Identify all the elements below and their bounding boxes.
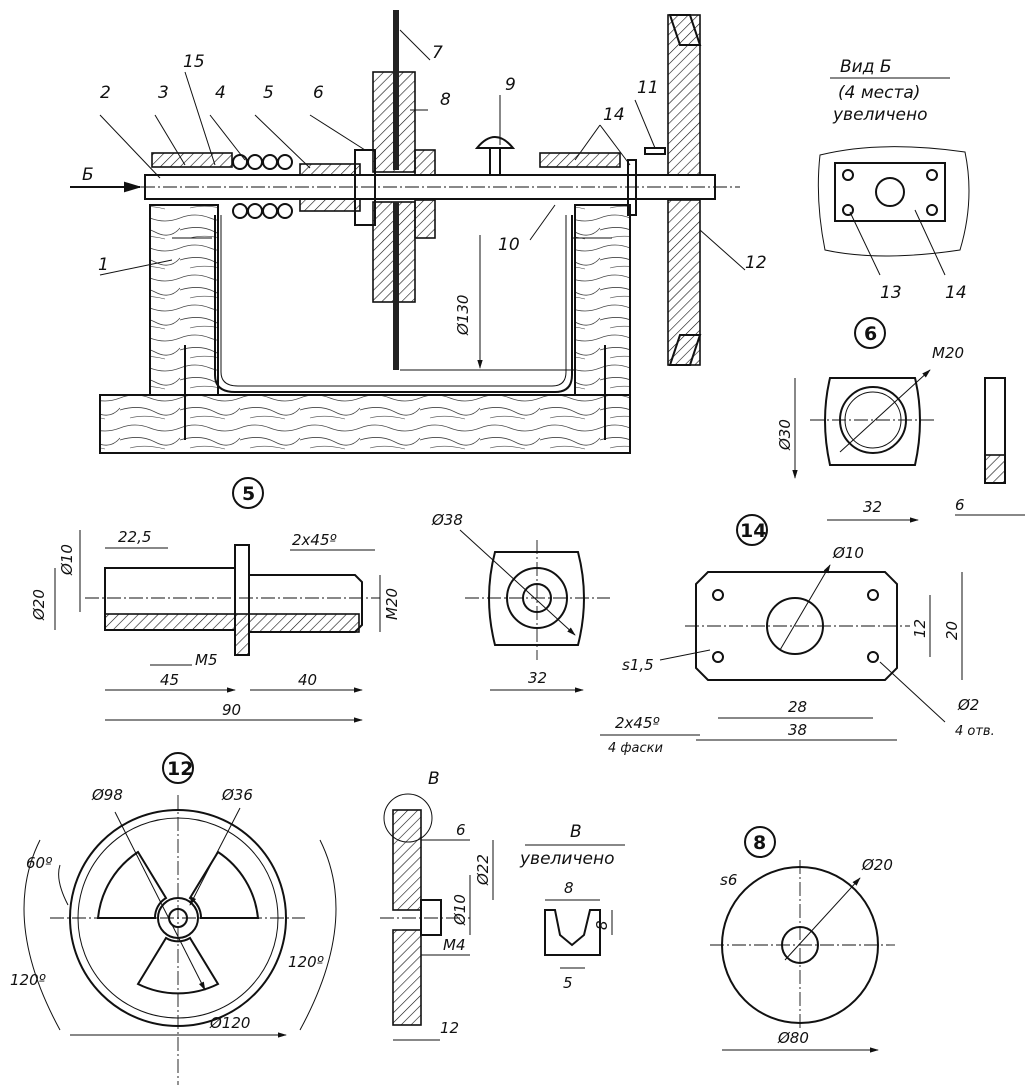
part14-28: 28 bbox=[788, 698, 807, 716]
callout-10: 10 bbox=[498, 235, 520, 255]
part-5: 5 22,5 Ø10 2x45º Ø20 M20 M5 45 40 90 bbox=[30, 477, 401, 723]
callout-12: 12 bbox=[745, 253, 767, 273]
part5-d10: Ø10 bbox=[58, 544, 76, 576]
part8-d80: Ø80 bbox=[777, 1029, 809, 1047]
detail-v: В увеличено 8 8 5 bbox=[519, 822, 625, 992]
part12-side-12: 12 bbox=[440, 1019, 459, 1037]
part12-d98: Ø98 bbox=[91, 786, 123, 804]
part5-end-32: 32 bbox=[528, 669, 547, 687]
callout-8: 8 bbox=[440, 90, 451, 110]
callout-11: 11 bbox=[637, 78, 659, 98]
view-b-note: увеличено bbox=[832, 105, 927, 125]
callout-15: 15 bbox=[183, 52, 205, 72]
part14-4-holes: 4 отв. bbox=[955, 724, 995, 739]
part12-side-m4: M4 bbox=[443, 936, 466, 954]
right-post bbox=[574, 204, 631, 396]
detail-v-note: увеличено bbox=[519, 849, 614, 869]
part-8: 8 s6 Ø20 Ø80 bbox=[710, 826, 895, 1053]
part14-2x45: 2x45º bbox=[615, 714, 660, 732]
view-b-callout-13: 13 bbox=[880, 283, 902, 303]
base-board bbox=[99, 394, 631, 454]
part5-end-d38: Ø38 bbox=[431, 511, 463, 529]
part-14: 14 Ø10 12 20 s1,5 28 Ø2 4 отв. 2x45º 4 ф… bbox=[600, 514, 995, 756]
part5-45: 45 bbox=[160, 671, 179, 689]
callout-1: 1 bbox=[98, 255, 109, 275]
part6-6: 6 bbox=[955, 496, 965, 514]
callout-6: 6 bbox=[313, 83, 324, 103]
part12-d36: Ø36 bbox=[221, 786, 253, 804]
part8-d20: Ø20 bbox=[861, 856, 893, 874]
part12-60deg: 60º bbox=[26, 854, 52, 872]
part8-number: 8 bbox=[753, 832, 766, 854]
pulley bbox=[667, 14, 701, 176]
part5-2x45: 2x45º bbox=[292, 531, 337, 549]
tray bbox=[214, 215, 573, 393]
detail-v-8-height: 8 bbox=[593, 920, 611, 930]
part12-side-d10: Ø10 bbox=[451, 894, 469, 926]
callout-4: 4 bbox=[215, 83, 226, 103]
part14-number: 14 bbox=[740, 520, 766, 542]
part6-32: 32 bbox=[863, 498, 882, 516]
part5-m5: M5 bbox=[195, 651, 218, 669]
part12-side-d22: Ø22 bbox=[474, 854, 492, 886]
callout-14-main: 14 bbox=[603, 105, 625, 125]
callout-9: 9 bbox=[505, 75, 516, 95]
callout-2: 2 bbox=[100, 83, 111, 103]
detail-v-8-width: 8 bbox=[564, 879, 574, 897]
spring bbox=[232, 154, 293, 219]
part6-number: 6 bbox=[864, 323, 877, 345]
view-b-subtitle: (4 места) bbox=[838, 83, 920, 103]
part5-90: 90 bbox=[222, 701, 241, 719]
view-b-callout-14: 14 bbox=[945, 283, 967, 303]
part14-20: 20 bbox=[943, 621, 961, 640]
callout-3: 3 bbox=[158, 83, 169, 103]
callout-5: 5 bbox=[263, 83, 274, 103]
part-12-side-view: В 6 Ø22 Ø10 M4 12 bbox=[380, 769, 494, 1041]
part14-d10: Ø10 bbox=[832, 544, 864, 562]
detail-v-title: В bbox=[570, 822, 582, 842]
part-12: 12 Ø98 Ø36 60º 120º 120º Ø120 bbox=[10, 752, 337, 1085]
part5-d20: Ø20 bbox=[30, 589, 48, 621]
part-5-end-view: Ø38 32 bbox=[431, 511, 610, 693]
part14-12: 12 bbox=[911, 619, 929, 638]
part5-40: 40 bbox=[298, 671, 317, 689]
part6-d30: Ø30 bbox=[776, 419, 794, 451]
part12-120deg-left: 120º bbox=[10, 971, 46, 989]
part14-d2: Ø2 bbox=[957, 696, 979, 714]
view-arrow-label: Б bbox=[82, 165, 94, 185]
part12-side-6: 6 bbox=[456, 821, 466, 839]
view-b: Вид Б (4 места) увеличено 13 14 bbox=[817, 57, 970, 303]
detail-v-5: 5 bbox=[563, 974, 573, 992]
part5-22-5: 22,5 bbox=[118, 528, 151, 546]
sleeve bbox=[299, 163, 361, 176]
part12-number: 12 bbox=[167, 758, 193, 780]
main-assembly: Ø130 Б 2 3 15 4 5 6 7 8 9 14 11 10 12 1 bbox=[70, 10, 767, 454]
diameter-130-label: Ø130 bbox=[454, 295, 472, 336]
part5-number: 5 bbox=[242, 483, 255, 505]
part14-38: 38 bbox=[788, 721, 807, 739]
callout-7: 7 bbox=[432, 43, 443, 63]
part14-4-chamfers: 4 фаски bbox=[608, 741, 663, 756]
part8-s6: s6 bbox=[720, 871, 737, 889]
part12-d120: Ø120 bbox=[209, 1014, 250, 1032]
part12-side-callout-v: В bbox=[428, 769, 440, 789]
part-6: 6 M20 Ø30 32 6 bbox=[776, 317, 1025, 523]
part12-120deg-right: 120º bbox=[288, 953, 324, 971]
part14-s1-5: s1,5 bbox=[622, 656, 654, 674]
part6-m20: M20 bbox=[932, 344, 964, 362]
part5-m20: M20 bbox=[383, 588, 401, 620]
view-b-title: Вид Б bbox=[840, 57, 892, 77]
